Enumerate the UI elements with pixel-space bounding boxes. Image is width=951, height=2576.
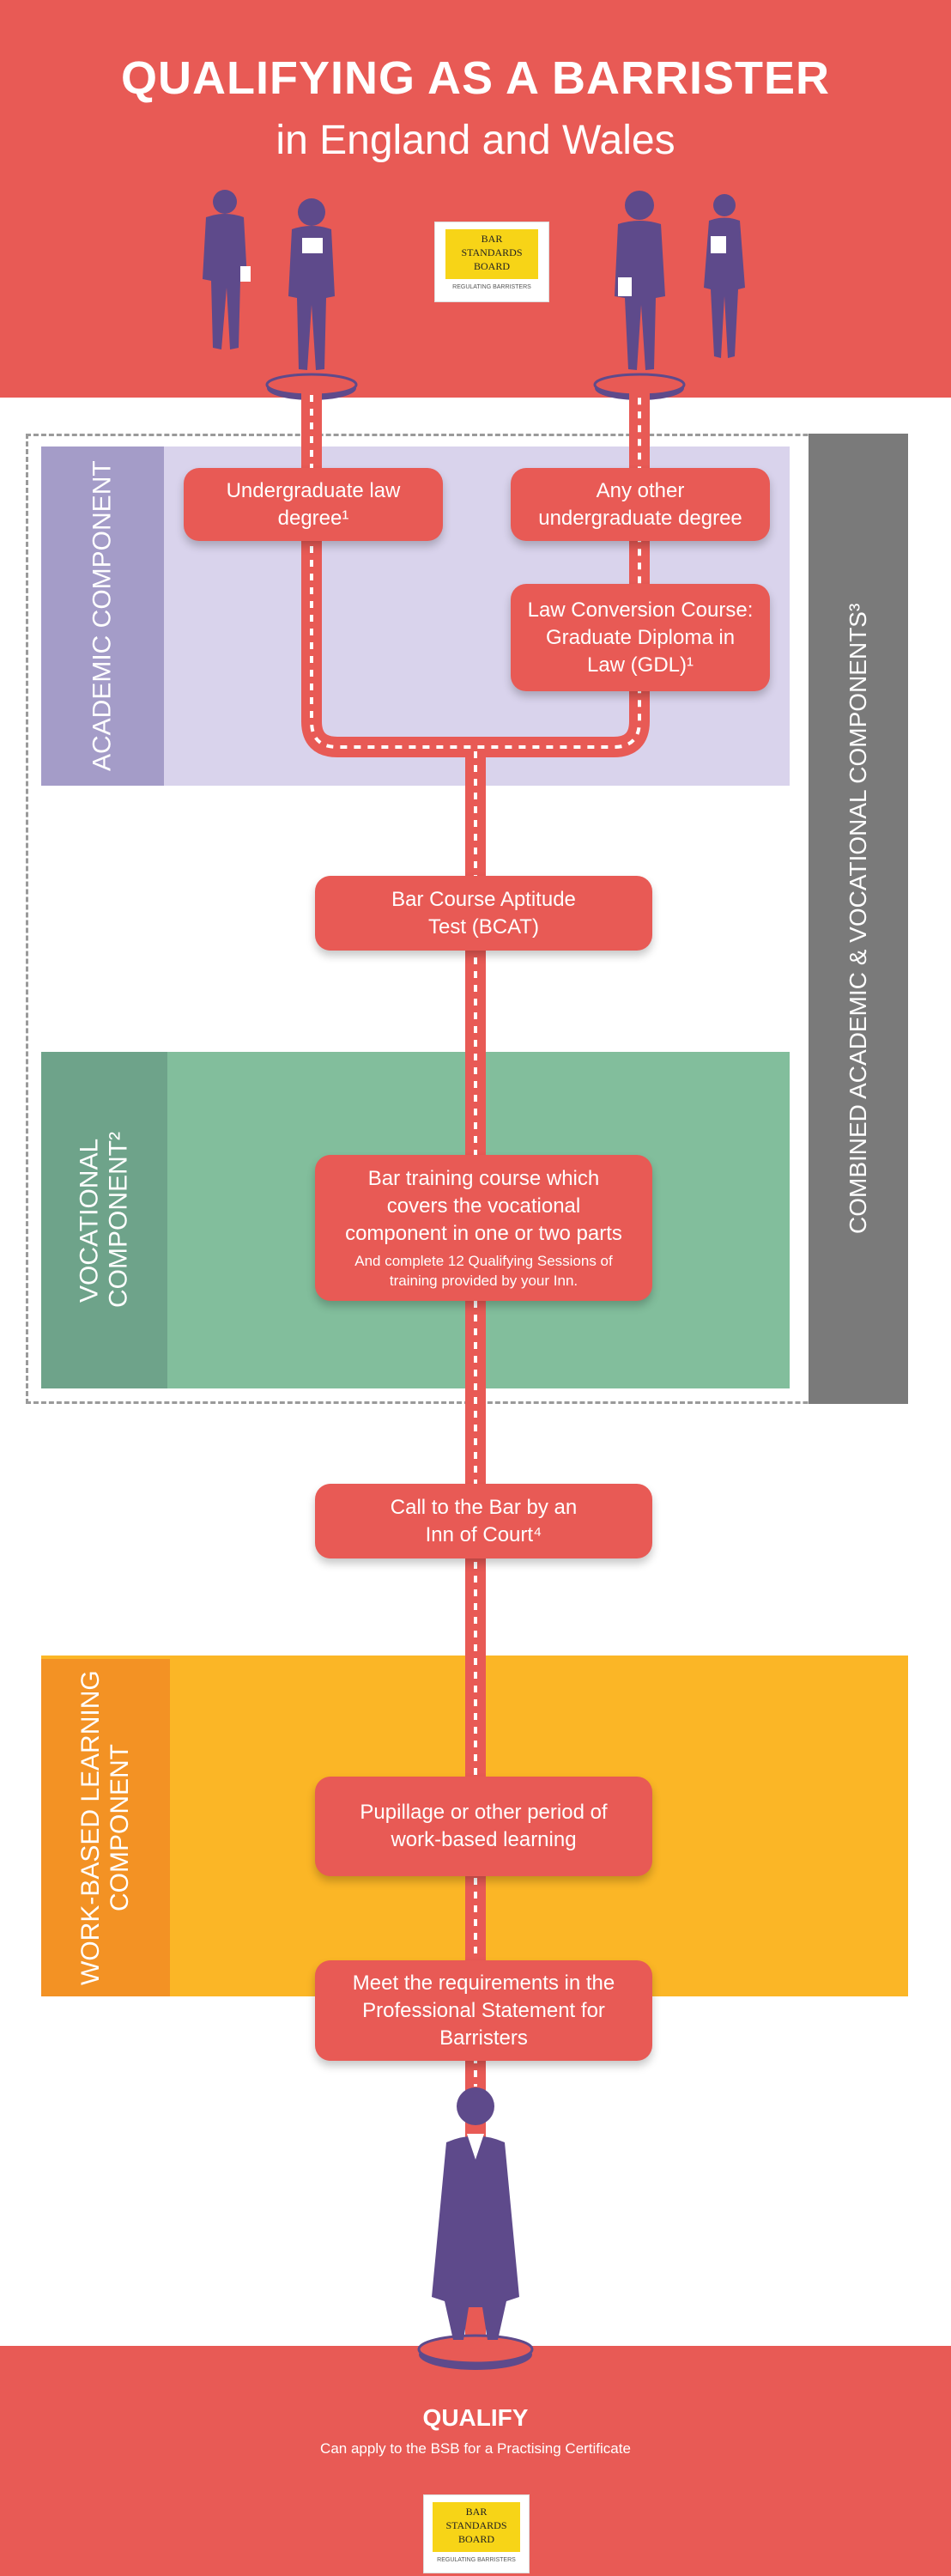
- student-figure-2-icon: [288, 198, 335, 370]
- step-professional-statement-text: Meet the requirements in the Professiona…: [352, 1971, 615, 2050]
- logo-text-3: BOARD: [473, 260, 510, 272]
- step-pupillage-text: Pupillage or other period of work-based …: [360, 1801, 608, 1851]
- student-figure-1-icon: [203, 190, 251, 349]
- qualify-heading: QUALIFY: [422, 2404, 529, 2431]
- barrister-icon: [432, 2087, 519, 2340]
- footer-logo-text-2: STANDARDS: [445, 2519, 507, 2531]
- step-bar-training: Bar training course which covers the voc…: [315, 1155, 652, 1301]
- step-law-degree: Undergraduate law degree¹: [184, 468, 443, 541]
- student-figure-3-icon: [615, 191, 665, 370]
- header-banner: [0, 0, 951, 398]
- footer-logo-text-1: BAR: [465, 2506, 488, 2518]
- step-gdl-text: Law Conversion Course: Graduate Diploma …: [527, 598, 754, 677]
- bsb-logo: BAR STANDARDS BOARD REGULATING BARRISTER…: [434, 222, 549, 302]
- qualify-note: Can apply to the BSB for a Practising Ce…: [320, 2440, 631, 2457]
- logo-text-1: BAR: [481, 233, 503, 245]
- page-title: QUALIFYING AS A BARRISTER: [120, 52, 830, 104]
- step-bar-training-text: Bar training course which covers the voc…: [345, 1167, 622, 1245]
- logo-text-2: STANDARDS: [461, 246, 523, 258]
- path-academic: [301, 386, 650, 757]
- step-bar-training-note: And complete 12 Qualifying Sessions of t…: [354, 1253, 613, 1289]
- step-other-degree: Any other undergraduate degree: [511, 468, 770, 541]
- logo-tagline: REGULATING BARRISTERS: [452, 284, 531, 290]
- footer-logo-tagline: REGULATING BARRISTERS: [437, 2557, 516, 2563]
- step-pupillage: Pupillage or other period of work-based …: [315, 1777, 652, 1876]
- step-bcat: Bar Course Aptitude Test (BCAT): [315, 876, 652, 951]
- step-call-to-bar: Call to the Bar by an Inn of Court⁴: [315, 1484, 652, 1558]
- page-subtitle: in England and Wales: [276, 118, 675, 163]
- footer-logo-text-3: BOARD: [457, 2533, 494, 2545]
- step-call-to-bar-text: Call to the Bar by an Inn of Court⁴: [390, 1495, 578, 1546]
- step-law-degree-text: Undergraduate law degree¹: [226, 478, 401, 530]
- step-bcat-text: Bar Course Aptitude Test (BCAT): [391, 887, 576, 939]
- step-other-degree-text: Any other undergraduate degree: [538, 478, 742, 530]
- barrister-bands-icon: [467, 2134, 484, 2160]
- step-professional-statement: Meet the requirements in the Professiona…: [315, 1960, 652, 2061]
- student-figure-4-icon: [704, 194, 745, 358]
- barrister-figure: [417, 2087, 534, 2370]
- step-gdl: Law Conversion Course: Graduate Diploma …: [511, 584, 770, 691]
- bsb-logo-footer: BAR STANDARDS BOARD REGULATING BARRISTER…: [423, 2494, 530, 2573]
